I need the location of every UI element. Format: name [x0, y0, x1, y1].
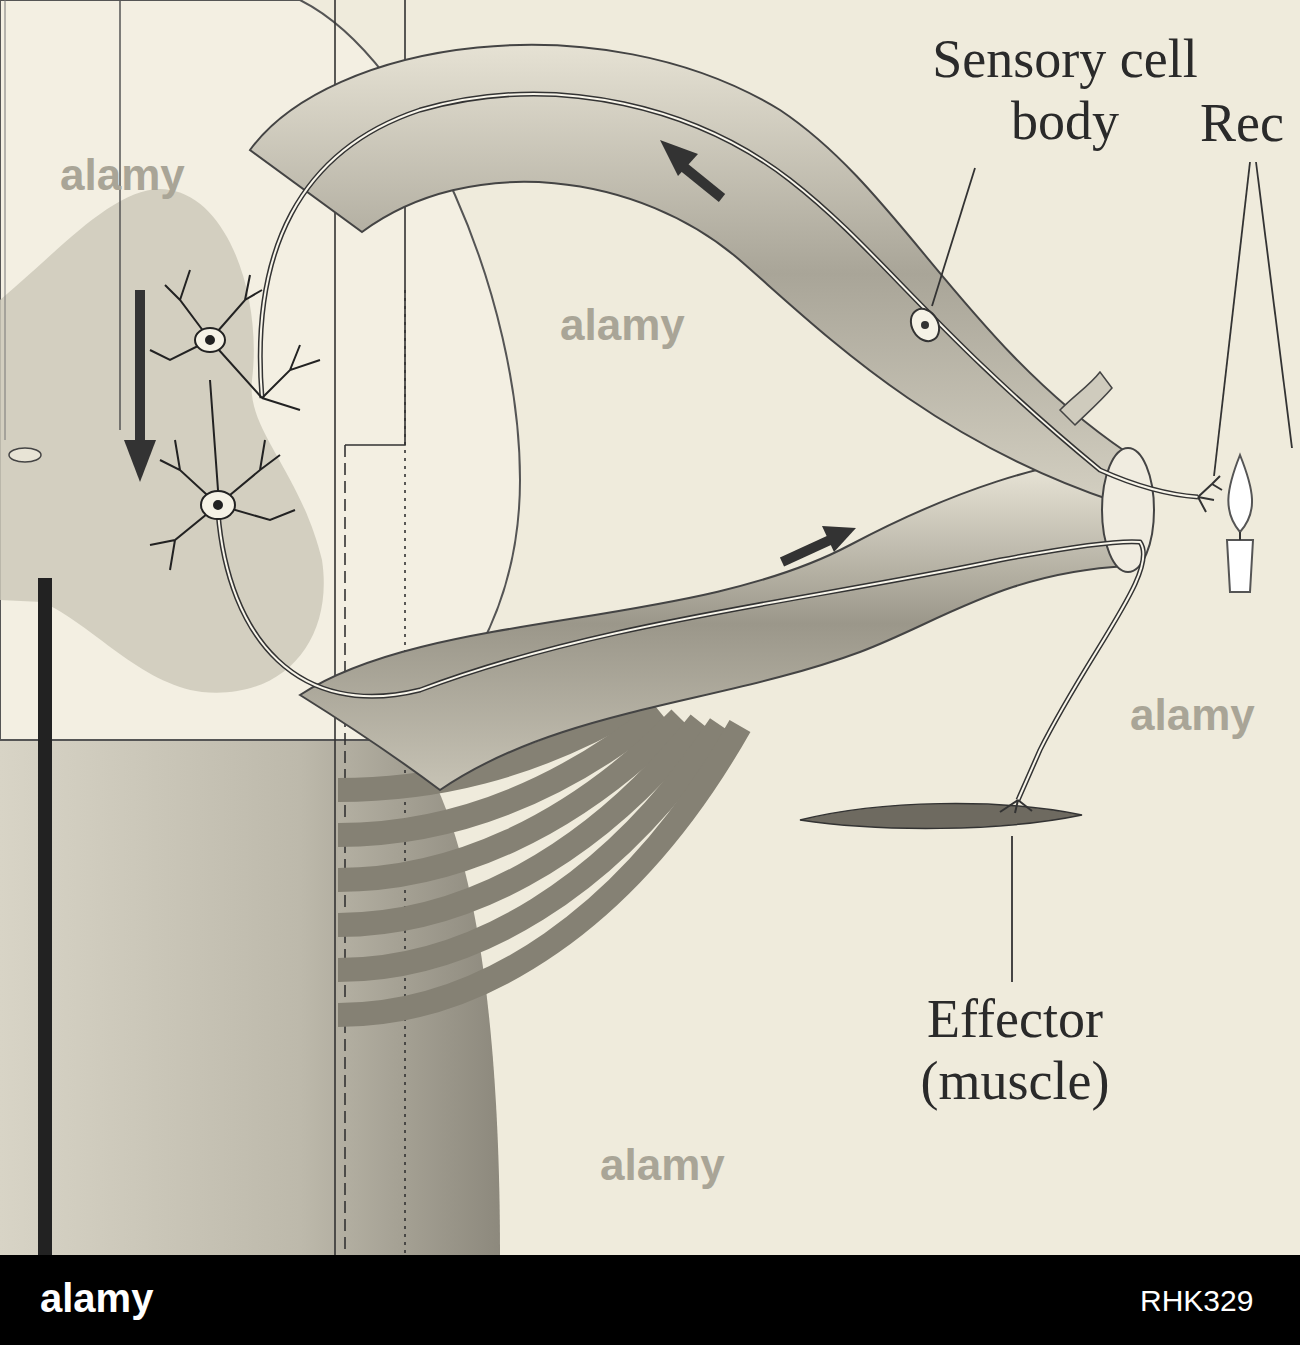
motor-end-plate: [1000, 800, 1032, 813]
background: [0, 0, 1300, 1255]
central-canal: [9, 448, 41, 462]
image-id: RHK329: [1140, 1284, 1253, 1318]
cell-body: [201, 491, 235, 519]
part-label: Rec: [1200, 92, 1284, 154]
arrow-head: [660, 140, 698, 176]
section-line-dotted: [404, 290, 406, 1255]
nucleus: [921, 321, 929, 329]
footer-logo: alamy: [40, 1276, 153, 1321]
arrow-head: [822, 526, 856, 552]
dendrite: [150, 270, 320, 410]
motor-fibre: [218, 512, 1144, 800]
part-label: Effector (muscle): [905, 988, 1125, 1112]
sensory-fibre: [260, 94, 1198, 497]
watermark: alamy: [600, 1140, 725, 1190]
cell-body: [195, 328, 225, 352]
candle: [1227, 540, 1253, 592]
watermark: alamy: [1130, 690, 1255, 740]
dendrite: [150, 380, 295, 570]
nucleus: [214, 501, 222, 509]
motor-fibre-core: [218, 512, 1144, 800]
nerve-ending: [1198, 476, 1222, 512]
candle-wick: [1239, 532, 1241, 540]
nerve-branch-stump: [1060, 372, 1112, 425]
sensory-fibre-core: [260, 94, 1198, 497]
receptor-ending: [1198, 476, 1222, 512]
spinal-nerve-cut-end: [1102, 448, 1154, 572]
arrow-head: [124, 440, 156, 482]
watermark: alamy: [560, 300, 685, 350]
watermark: alamy: [60, 150, 185, 200]
nucleus: [206, 336, 214, 344]
footer-strip: [0, 1255, 1300, 1345]
leader-line: [1011, 836, 1013, 982]
candle-flame: [1228, 455, 1252, 532]
part-label: Sensory cell body: [915, 28, 1215, 152]
leader-line: [932, 168, 975, 306]
arrow-shaft: [680, 164, 722, 198]
posterior-septum: [119, 0, 121, 430]
interneuron: [150, 270, 320, 410]
arrow-shaft: [782, 540, 830, 562]
cord-edge-line: [5, 0, 6, 440]
anterior-fissure: [38, 578, 52, 1255]
section-line-dashed: [344, 445, 346, 1255]
ventral-root: [300, 458, 1128, 790]
rootlet: [338, 726, 740, 1015]
direction-arrows: [124, 140, 856, 562]
leader-line: [1214, 162, 1250, 476]
leader-line: [1256, 162, 1292, 448]
muscle: [800, 804, 1082, 829]
motor-neuron: [150, 380, 295, 570]
arrow-shaft: [135, 290, 145, 445]
dorsal-root: [250, 45, 1126, 502]
sensory-cell-body: [905, 304, 945, 346]
leader-lines: [932, 162, 1292, 982]
